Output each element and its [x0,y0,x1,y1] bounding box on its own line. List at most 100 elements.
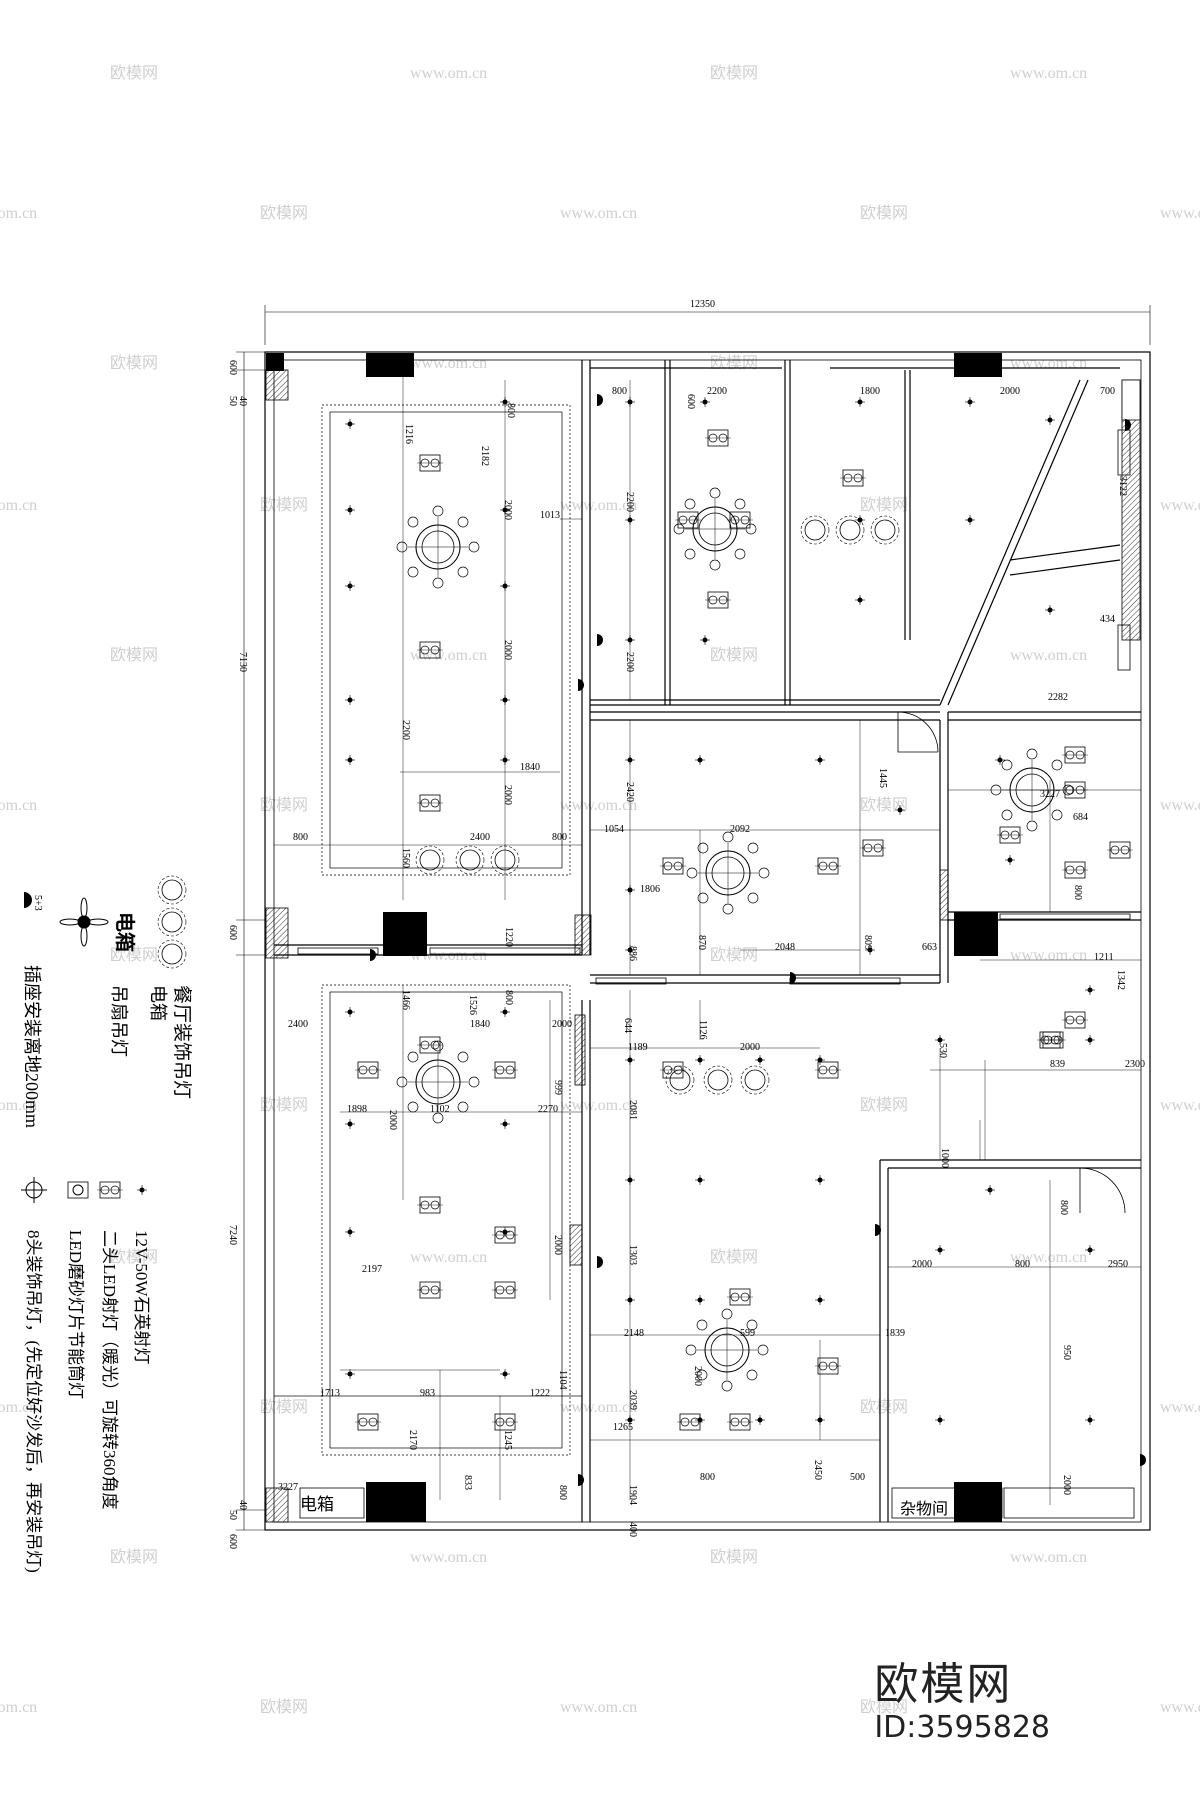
dimension-label: 2282 [1048,692,1068,703]
legend-spotlight-label: 12V-50W石英射灯 [132,1230,151,1364]
double-led-icon [814,857,842,875]
spotlight-icon [1004,854,1016,866]
watermark-text: 欧模网 [110,1248,158,1266]
dimension-label: 50 [227,396,238,406]
spotlight-icon [624,754,636,766]
dimension-label: 1526 [467,995,478,1015]
double-led-icon [1061,1011,1089,1029]
eight-head-chandelier-icon [673,487,757,571]
spotlight-symbols [344,396,1096,1426]
dimension-label: 833 [462,1475,473,1490]
dimension-label: 1000 [939,1148,950,1168]
watermark-text: www.om.cn [560,497,637,514]
dimension-label: 1840 [520,762,540,773]
watermark-text: 欧模网 [860,1698,908,1716]
watermark-text: www.om.cn [410,1249,487,1266]
dimension-label: 2000 [1061,1475,1072,1495]
socket-icon [24,892,32,908]
double-led-icon [491,1061,519,1079]
dimension-label: 40 [237,396,248,406]
spotlight-icon [994,754,1006,766]
watermark-text: 欧模网 [110,354,158,372]
dimension-label: 2270 [538,1104,558,1115]
watermark-text: 欧模网 [710,1248,758,1266]
double-led-icon [416,794,444,812]
dimension-label: 1245 [502,1430,513,1450]
watermark-text: 欧模网 [710,646,758,664]
watermark-text: www.om.cn [0,1699,37,1716]
dimension-label: 2000 [912,1259,932,1270]
double-led-icon [674,511,702,529]
watermark-text: www.om.cn [560,205,637,222]
dimension-label: 800 [293,832,308,843]
spotlight-icon [699,396,711,408]
dimension-label: 2400 [288,1019,308,1030]
legend-socket-label: 插座安装离地200mm [22,965,42,1128]
double-led-icon [704,429,732,447]
legend-chandelier-label: 餐厅装饰吊灯 [171,985,193,1099]
socket-icon [577,1473,585,1487]
watermark-text: 欧模网 [260,1096,308,1114]
dimension-label: 1466 [400,990,411,1010]
dining-chandelier-icon [415,845,445,875]
spotlight-icon [624,1294,636,1306]
double-led-icon [1106,841,1134,859]
decorative-pendant-symbols [415,515,900,1095]
dimension-label: 530 [937,1043,948,1058]
watermark-text: 欧模网 [860,1096,908,1114]
dimension-label: 2092 [730,824,750,835]
spotlight-icon [344,1368,356,1380]
dimension-label: 1265 [613,1422,633,1433]
spotlight-icon [814,1174,826,1186]
spotlight-icon [499,1118,511,1130]
watermark-text: www.om.cn [560,797,637,814]
dimension-label: 2000 [387,1110,398,1130]
dimension-label: 1104 [557,1370,568,1390]
eight-head-chandelier-icon [990,748,1074,832]
legend-eight-head-label: 8头装饰吊灯，(先定位好沙发后，再安装吊灯) [24,1230,43,1573]
watermark-text: 欧模网 [860,796,908,814]
dimension-label: 600 [685,394,696,409]
dimension-label: 1211 [1094,952,1114,963]
watermark-text: 欧模网 [710,1548,758,1566]
spotlight-icon [499,580,511,592]
watermark-text: 欧模网 [860,1398,908,1416]
dimension-label: 2000 [502,640,513,660]
double-led-icon [859,839,887,857]
spotlight-icon [624,1054,636,1066]
double-led-icon [416,454,444,472]
spotlight-icon [499,1006,511,1018]
dimension-label: 2000 [740,1042,760,1053]
watermark-text: www.om.cn [1160,1399,1200,1416]
dimension-label: 886 [627,946,638,961]
room-label-electric-box: 电箱 [300,1495,334,1514]
dimension-label: 800 [1058,1200,1069,1215]
watermark-text: www.om.cn [410,65,487,82]
dimension-label: 2182 [479,446,490,466]
dimension-label: 1800 [860,386,880,397]
spotlight-icon [344,754,356,766]
watermark-text: 欧模网 [110,946,158,964]
spotlight-icon [1084,1414,1096,1426]
dimension-label: 1560 [400,848,411,868]
dining-chandelier-icon [703,1065,733,1095]
dimension-label: 2000 [692,1366,703,1386]
watermark-text: www.om.cn [1160,1699,1200,1716]
watermark-text: 欧模网 [110,646,158,664]
dimension-label: 7240 [227,1225,238,1245]
spotlight-icon [934,1414,946,1426]
spotlight-icon [624,396,636,408]
dimension-label: 1342 [1115,970,1126,990]
double-led-icon [726,1288,754,1306]
watermark-text: www.om.cn [1160,797,1200,814]
eight-head-chandelier-icon [686,831,770,915]
watermark-text: www.om.cn [1010,947,1087,964]
double-led-icon [416,1196,444,1214]
brand-mark: 欧模网 ID:3595828 [874,1660,1050,1746]
dimension-label: 1445 [877,768,888,788]
spotlight-icon [344,694,356,706]
socket-icon [577,678,585,692]
dimension-label: 2000 [1000,386,1020,397]
watermark-text: www.om.cn [0,497,37,514]
